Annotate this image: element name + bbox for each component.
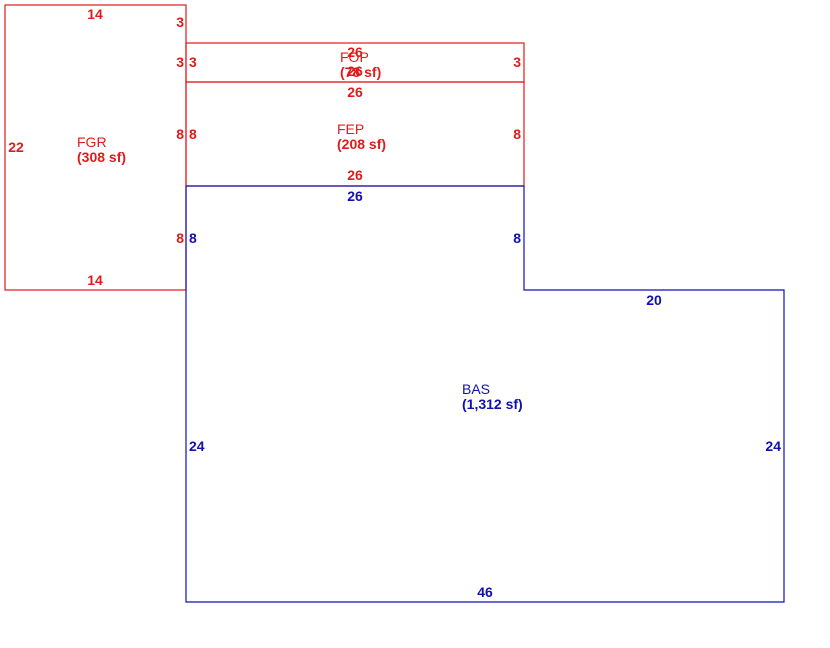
fgr-top-dim: 14 — [87, 6, 103, 22]
bas-bottom-dim: 46 — [477, 584, 493, 600]
bas-outline — [185, 185, 785, 603]
fep-bottom-dim: 26 — [347, 167, 363, 183]
fop-top-dim-a: 26 — [347, 44, 363, 60]
bas-right-dim: 24 — [765, 438, 781, 454]
fgr-right-top-dim: 3 — [176, 14, 184, 30]
fgr-right-upper-dim: 3 — [176, 54, 184, 70]
bas-area: (1,312 sf) — [462, 396, 523, 412]
bas-right-upper-dim: 8 — [513, 230, 521, 246]
fgr-right-lower-dim: 8 — [176, 230, 184, 246]
fop-right-dim: 3 — [513, 54, 521, 70]
fgr-left-dim: 22 — [8, 139, 24, 155]
fep-area: (208 sf) — [337, 136, 386, 152]
bas-step-dim: 20 — [646, 292, 662, 308]
fep-right-dim: 8 — [513, 126, 521, 142]
fgr-right-mid-dim: 8 — [176, 126, 184, 142]
bas-left-upper-dim: 8 — [189, 230, 197, 246]
fgr-name: FGR — [77, 134, 107, 150]
fgr-area: (308 sf) — [77, 149, 126, 165]
fop-top-dim-b: 26 — [347, 63, 363, 79]
fop-left-dim: 3 — [189, 54, 197, 70]
fgr-bottom-dim: 14 — [87, 272, 103, 288]
fop-area: (78 sf) — [340, 64, 381, 80]
bas-name: BAS — [462, 381, 490, 397]
fop-name: FOP — [340, 49, 369, 65]
fep-left-dim: 8 — [189, 126, 197, 142]
bas-top-dim: 26 — [347, 188, 363, 204]
bas-left-dim: 24 — [189, 438, 205, 454]
fop-bottom-dim: 26 — [347, 84, 363, 100]
fep-name: FEP — [337, 121, 364, 137]
